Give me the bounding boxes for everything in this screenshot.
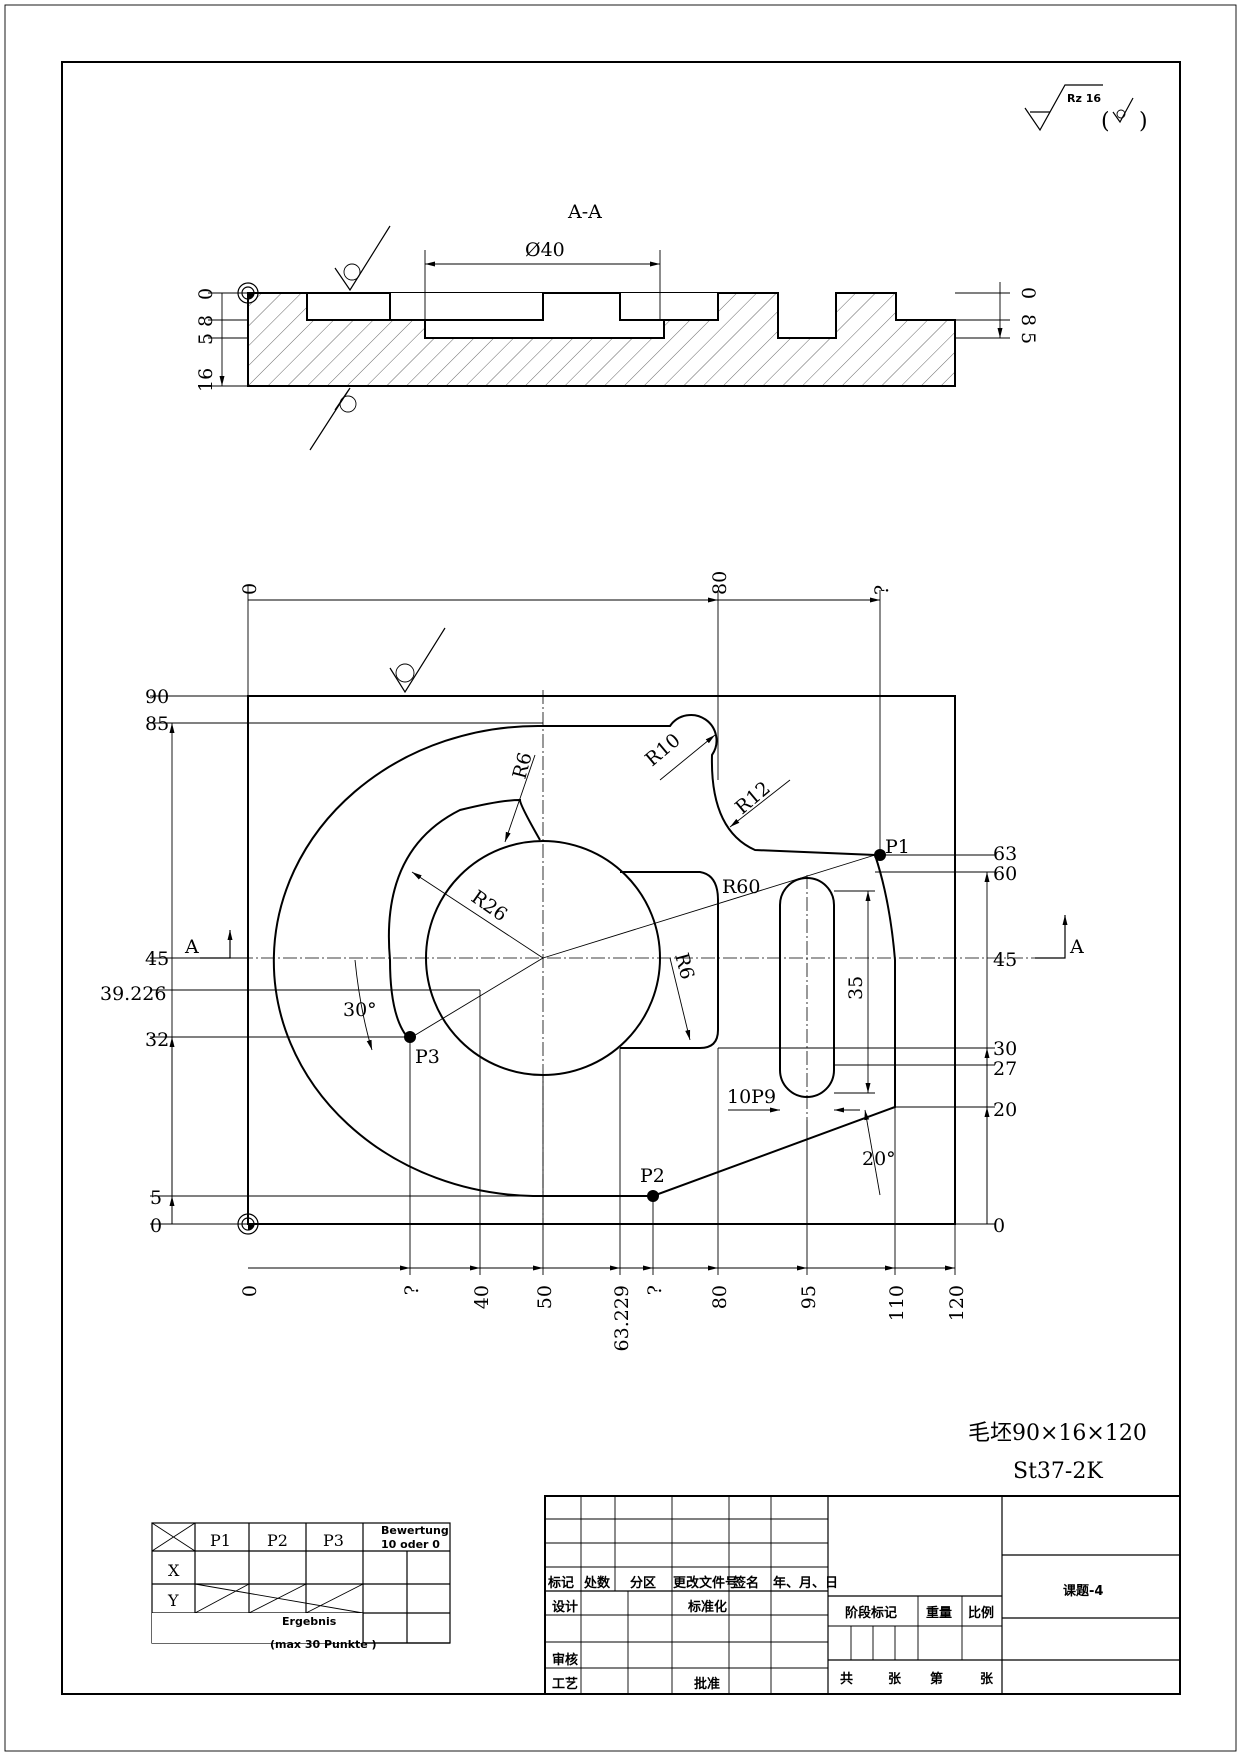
section-view: A-A Ø40 0 8 5 16 xyxy=(195,201,1039,451)
svg-text:比例: 比例 xyxy=(968,1605,994,1621)
svg-text:?: ? xyxy=(644,1285,666,1295)
svg-text:10 oder 0: 10 oder 0 xyxy=(381,1538,440,1551)
svg-text:R60: R60 xyxy=(722,876,760,898)
svg-text:80: 80 xyxy=(709,571,731,595)
svg-text:X: X xyxy=(168,1561,180,1580)
svg-text:年、月、日: 年、月、日 xyxy=(773,1575,838,1591)
svg-text:5: 5 xyxy=(195,333,217,345)
svg-text:?: ? xyxy=(401,1285,423,1295)
plan-view: P1 P2 P3 R10 R12 R6 R26 R60 R6 30° 20° 3… xyxy=(100,571,1084,1352)
svg-text:Ergebnis: Ergebnis xyxy=(282,1615,337,1628)
svg-text:重量: 重量 xyxy=(926,1605,952,1621)
svg-text:35: 35 xyxy=(845,976,867,1000)
svg-text:A: A xyxy=(184,936,199,958)
svg-text:32: 32 xyxy=(145,1029,169,1051)
svg-text:张: 张 xyxy=(980,1672,994,1687)
svg-text:批准: 批准 xyxy=(694,1676,720,1692)
svg-text:30: 30 xyxy=(993,1038,1017,1060)
svg-text:0: 0 xyxy=(239,1285,261,1297)
part-profile xyxy=(272,713,896,1197)
roughness-symbol: Rz 16 ( ) xyxy=(1024,84,1148,134)
svg-text:0: 0 xyxy=(993,1215,1005,1237)
svg-text:工艺: 工艺 xyxy=(552,1676,578,1692)
svg-text:110: 110 xyxy=(886,1285,908,1321)
svg-text:0: 0 xyxy=(150,1215,162,1237)
svg-text:标准化: 标准化 xyxy=(687,1599,727,1615)
blank-size: 毛坯90×16×120 xyxy=(968,1421,1147,1446)
svg-text:R6: R6 xyxy=(509,750,537,781)
svg-text:120: 120 xyxy=(946,1285,968,1321)
svg-text:27: 27 xyxy=(993,1058,1017,1080)
label-p3: P3 xyxy=(415,1046,440,1068)
outer-border xyxy=(4,4,1237,1752)
svg-text:标记: 标记 xyxy=(547,1575,574,1591)
svg-text:张: 张 xyxy=(888,1672,902,1687)
svg-text:50: 50 xyxy=(534,1285,556,1309)
svg-text:45: 45 xyxy=(993,949,1017,971)
svg-text:阶段标记: 阶段标记 xyxy=(845,1605,897,1621)
label-p2: P2 xyxy=(640,1165,665,1187)
svg-text:处数: 处数 xyxy=(583,1575,611,1591)
svg-text:(: ( xyxy=(1101,109,1110,134)
svg-text:60: 60 xyxy=(993,863,1017,885)
svg-text:共: 共 xyxy=(840,1671,853,1687)
svg-text:39.226: 39.226 xyxy=(100,983,166,1005)
svg-text:80: 80 xyxy=(709,1285,731,1309)
svg-text:?: ? xyxy=(871,585,893,595)
material-grade: St37-2K xyxy=(1013,1459,1103,1484)
blank-outline xyxy=(247,695,956,1225)
svg-text:10P9: 10P9 xyxy=(727,1086,776,1108)
svg-text:45: 45 xyxy=(145,948,169,970)
slot xyxy=(779,877,835,1098)
svg-text:63.229: 63.229 xyxy=(611,1285,633,1351)
svg-text:95: 95 xyxy=(798,1285,820,1309)
section-title: A-A xyxy=(567,201,602,223)
svg-text:20°: 20° xyxy=(862,1148,896,1170)
svg-text:): ) xyxy=(1139,109,1148,134)
svg-text:20: 20 xyxy=(993,1099,1017,1121)
svg-text:30°: 30° xyxy=(343,999,377,1021)
svg-text:P3: P3 xyxy=(323,1531,344,1550)
svg-text:5: 5 xyxy=(150,1187,162,1209)
svg-text:0: 0 xyxy=(195,288,217,300)
svg-text:分区: 分区 xyxy=(630,1575,656,1591)
svg-text:0: 0 xyxy=(239,583,261,595)
svg-text:5: 5 xyxy=(1017,332,1039,344)
svg-text:8: 8 xyxy=(195,315,217,327)
roughness-label: Rz 16 xyxy=(1067,92,1101,105)
svg-text:8: 8 xyxy=(1017,314,1039,326)
diameter-label: Ø40 xyxy=(525,239,565,261)
title-block: 标记 处数 分区 更改文件号 签名 年、月、日 设计 标准化 审核 工艺 批准 … xyxy=(544,1495,1181,1695)
svg-text:第: 第 xyxy=(930,1671,943,1687)
svg-text:签名: 签名 xyxy=(732,1575,759,1591)
svg-text:40: 40 xyxy=(471,1285,493,1309)
svg-text:16: 16 xyxy=(195,368,217,392)
svg-text:85: 85 xyxy=(145,713,169,735)
svg-text:更改文件号: 更改文件号 xyxy=(673,1575,738,1591)
svg-text:63: 63 xyxy=(993,843,1017,865)
svg-text:R12: R12 xyxy=(731,777,775,819)
score-table: P1 P2 P3 X Y Bewertung 10 oder 0 Ergebni… xyxy=(151,1522,451,1651)
svg-text:Bewertung: Bewertung xyxy=(381,1524,449,1537)
svg-text:Y: Y xyxy=(167,1591,179,1610)
svg-text:P1: P1 xyxy=(210,1531,231,1550)
drawing-title: 课题-4 xyxy=(1063,1584,1103,1599)
svg-text:90: 90 xyxy=(145,686,169,708)
svg-text:设计: 设计 xyxy=(552,1599,578,1615)
svg-text:A: A xyxy=(1069,936,1084,958)
svg-text:审核: 审核 xyxy=(552,1652,578,1668)
svg-text:R26: R26 xyxy=(467,886,511,926)
svg-text:P2: P2 xyxy=(267,1531,288,1550)
svg-text:0: 0 xyxy=(1017,287,1039,299)
svg-text:(max 30 Punkte ): (max 30 Punkte ) xyxy=(270,1638,377,1651)
label-p1: P1 xyxy=(885,836,910,858)
